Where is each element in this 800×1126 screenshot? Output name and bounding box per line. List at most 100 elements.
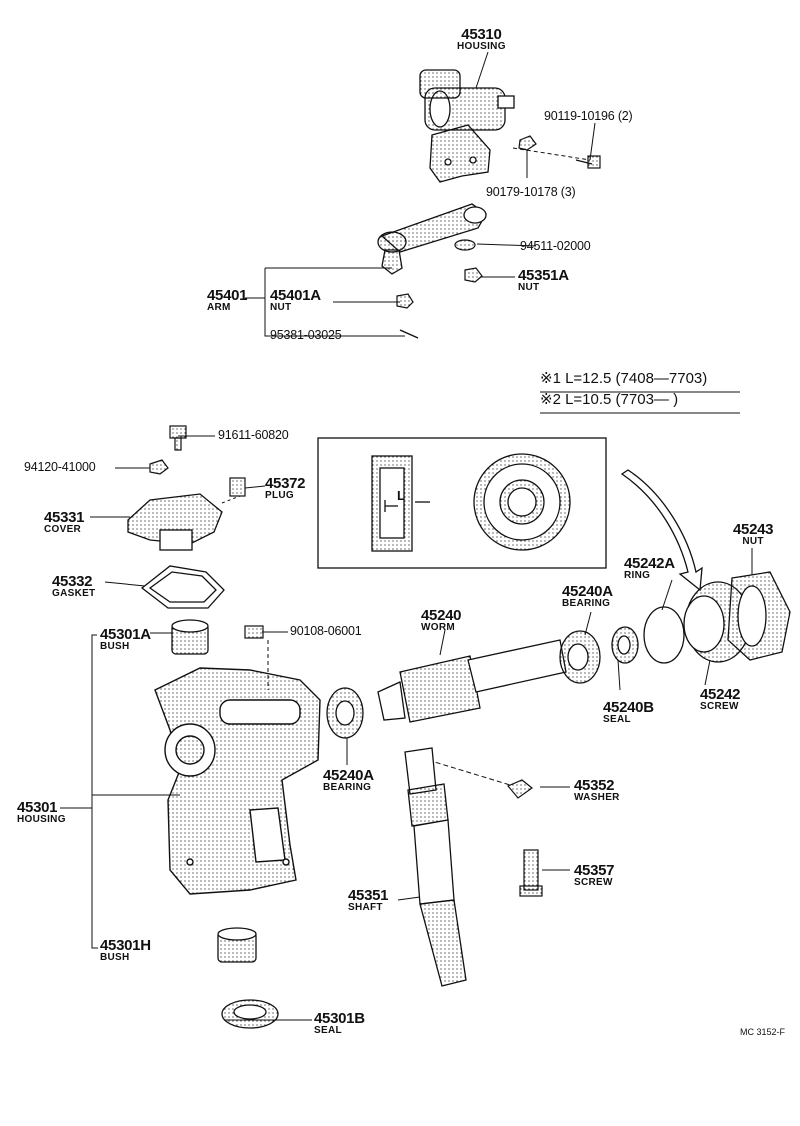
label-45357: 45357 SCREW bbox=[574, 862, 615, 888]
part-name: HOUSING bbox=[17, 814, 66, 825]
part-name: COVER bbox=[44, 524, 82, 535]
part-name: HOUSING bbox=[457, 41, 506, 52]
washer-45352 bbox=[507, 779, 533, 799]
label-94120: 94120-41000 bbox=[24, 460, 96, 474]
label-90108: 90108-06001 bbox=[290, 624, 362, 638]
label-45240A-top: 45240A BEARING bbox=[562, 584, 613, 609]
bearing-45240A-right bbox=[559, 630, 601, 684]
part-name: SCREW bbox=[700, 701, 739, 712]
part-number: 45242 bbox=[700, 686, 741, 703]
part-number: 45352 bbox=[574, 777, 615, 794]
nut-45243 bbox=[727, 571, 791, 661]
label-90119: 90119-10196 (2) bbox=[544, 109, 633, 123]
label-45351: 45351 SHAFT bbox=[348, 887, 389, 913]
label-45242A: 45242A RING bbox=[624, 556, 675, 581]
part-name: BUSH bbox=[100, 641, 130, 652]
leader-lines bbox=[60, 51, 753, 1021]
part-name: SEAL bbox=[314, 1025, 342, 1036]
label-90179: 90179-10178 (3) bbox=[486, 185, 576, 199]
part-number: 45240B bbox=[603, 699, 654, 716]
part-number: 45351A bbox=[518, 267, 569, 284]
part-number: 45301H bbox=[100, 937, 151, 954]
label-45243: 45243 NUT bbox=[733, 521, 774, 547]
part-number: 45240A bbox=[323, 767, 374, 784]
label-45301B: 45301B SEAL bbox=[314, 1011, 365, 1036]
drawing-code: MC 3152-F bbox=[740, 1027, 786, 1037]
label-45301H: 45301H BUSH bbox=[100, 938, 151, 963]
bush-45301H bbox=[217, 927, 257, 963]
cover-45331 bbox=[127, 493, 223, 551]
part-number: 45351 bbox=[348, 887, 389, 904]
part-name: ARM bbox=[207, 302, 231, 313]
part-number: 45301B bbox=[314, 1010, 365, 1027]
part-number: 45243 bbox=[733, 521, 774, 538]
part-number: 45240A bbox=[562, 583, 613, 600]
part-number: 45240 bbox=[421, 607, 462, 624]
part-name: WORM bbox=[421, 622, 455, 633]
part-number: 45401 bbox=[207, 287, 248, 304]
worm-45240 bbox=[377, 639, 567, 723]
part-name: SCREW bbox=[574, 877, 613, 888]
plug-45372 bbox=[229, 477, 246, 497]
gasket-45332 bbox=[140, 565, 225, 609]
inset-detail bbox=[317, 437, 607, 569]
label-45240B: 45240B SEAL bbox=[603, 700, 654, 725]
label-45372: 45372 PLUG bbox=[265, 476, 306, 501]
part-name: PLUG bbox=[265, 490, 294, 501]
part-name: NUT bbox=[270, 302, 292, 313]
label-45240A-bottom: 45240A BEARING bbox=[323, 768, 374, 793]
part-name: BEARING bbox=[562, 598, 611, 609]
part-name: SHAFT bbox=[348, 902, 383, 913]
screw-45357 bbox=[519, 849, 543, 897]
label-45310: 45310 HOUSING bbox=[457, 27, 506, 52]
inset-dimension-label: L bbox=[397, 488, 405, 503]
part-number: 45401A bbox=[270, 287, 321, 304]
part-number: 45331 bbox=[44, 509, 85, 526]
label-45352: 45352 WASHER bbox=[574, 778, 620, 803]
label-45240: 45240 WORM bbox=[421, 607, 462, 633]
washer-94120 bbox=[149, 459, 169, 475]
label-45242: 45242 SCREW bbox=[700, 686, 741, 712]
part-number: 45357 bbox=[574, 862, 615, 879]
bolt-91611 bbox=[169, 425, 187, 451]
label-94511: 94511-02000 bbox=[520, 239, 591, 253]
label-45301A: 45301A BUSH bbox=[100, 627, 151, 652]
label-45351A: 45351A NUT bbox=[518, 268, 569, 293]
bolt-90108 bbox=[244, 625, 264, 639]
part-number: 45301 bbox=[17, 799, 58, 816]
bolt-90119 bbox=[575, 155, 601, 169]
part-name: RING bbox=[624, 570, 651, 581]
label-45401A: 45401A NUT bbox=[270, 288, 321, 313]
housing-45310 bbox=[419, 69, 515, 183]
part-number: 45242A bbox=[624, 555, 675, 572]
ring-45242A bbox=[643, 606, 685, 664]
label-95381: 95381-03025 bbox=[270, 328, 342, 342]
label-45331: 45331 COVER bbox=[44, 509, 85, 535]
note-1: ※1 L=12.5 (7408—7703) bbox=[540, 370, 708, 387]
direction-arrow bbox=[620, 469, 703, 592]
seal-45240B bbox=[611, 626, 639, 664]
part-name: BEARING bbox=[323, 782, 372, 793]
part-name: SEAL bbox=[603, 714, 631, 725]
part-number: 45301A bbox=[100, 626, 151, 643]
part-name: WASHER bbox=[574, 792, 620, 803]
part-name: NUT bbox=[742, 536, 764, 547]
label-45401: 45401 ARM bbox=[207, 287, 248, 313]
note-2: ※2 L=10.5 (7703— ) bbox=[540, 391, 679, 408]
arm-45401 bbox=[377, 203, 487, 275]
housing-45301 bbox=[154, 667, 321, 895]
washer-90179 bbox=[518, 135, 537, 151]
label-45332: 45332 GASKET bbox=[52, 574, 95, 599]
part-number: 45310 bbox=[461, 26, 502, 43]
washer-94511 bbox=[454, 239, 476, 251]
part-name: NUT bbox=[518, 282, 540, 293]
seal-45301B bbox=[221, 999, 279, 1029]
pin-95381 bbox=[399, 329, 419, 339]
nut-45401A bbox=[396, 293, 414, 309]
bearing-45240A-left bbox=[326, 687, 364, 739]
part-name: BUSH bbox=[100, 952, 130, 963]
label-45301: 45301 HOUSING bbox=[17, 800, 66, 825]
part-name: GASKET bbox=[52, 588, 96, 599]
